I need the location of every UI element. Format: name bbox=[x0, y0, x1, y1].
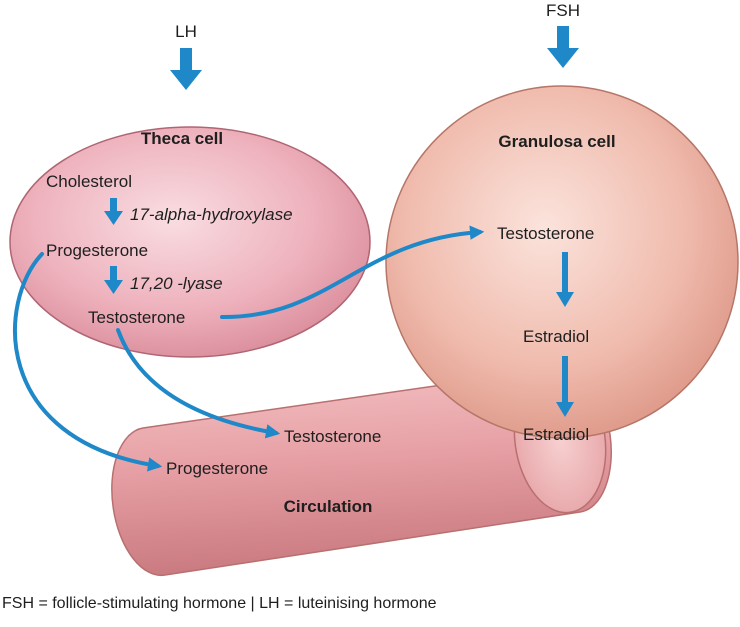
circulation-progesterone-label: Progesterone bbox=[166, 459, 268, 478]
granulosa-cell-title: Granulosa cell bbox=[498, 132, 615, 151]
granulosa-step-arrow-2-icon bbox=[556, 356, 574, 417]
testosterone-to-circulation-arrow-icon bbox=[116, 328, 281, 439]
granulosa-estradiol-label: Estradiol bbox=[523, 327, 589, 346]
circulation-estradiol-label: Estradiol bbox=[523, 425, 589, 444]
theca-cell bbox=[9, 126, 371, 358]
theca-testosterone-label: Testosterone bbox=[88, 308, 185, 327]
testosterone-to-granulosa-arrow-icon bbox=[220, 225, 485, 320]
theca-enzyme-1-label: 17-alpha-hydroxylase bbox=[130, 205, 293, 224]
granulosa-step-arrow-1-icon bbox=[556, 252, 574, 307]
granulosa-testosterone-label: Testosterone bbox=[497, 224, 594, 243]
lh-arrow-icon bbox=[170, 48, 202, 90]
circulation-testosterone-label: Testosterone bbox=[284, 427, 381, 446]
theca-step-arrow-1-icon bbox=[104, 198, 123, 225]
abbreviation-footnote: FSH = follicle-stimulating hormone | LH … bbox=[2, 595, 437, 612]
fsh-arrow-icon bbox=[547, 26, 579, 68]
circulation-title: Circulation bbox=[284, 497, 373, 516]
theca-cholesterol-label: Cholesterol bbox=[46, 172, 132, 191]
theca-step-arrow-2-icon bbox=[104, 266, 123, 294]
theca-cell-title: Theca cell bbox=[141, 129, 223, 148]
lh-label: LH bbox=[175, 22, 197, 41]
fsh-label: FSH bbox=[546, 1, 580, 20]
progesterone-to-circulation-arrow-icon bbox=[13, 252, 163, 472]
theca-enzyme-2-label: 17,20 -lyase bbox=[130, 274, 223, 293]
theca-progesterone-label: Progesterone bbox=[46, 241, 148, 260]
